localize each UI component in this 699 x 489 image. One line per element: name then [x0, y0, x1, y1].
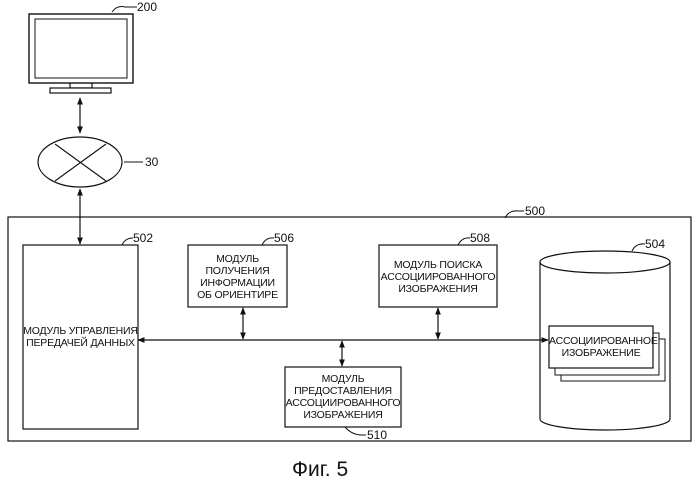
search-module-line-2: АССОЦИИРОВАННОГО [379, 271, 497, 283]
transfer-module-line-2: ПЕРЕДАЧЕЙ ДАННЫХ [23, 337, 138, 349]
search-module-line-1: МОДУЛЬ ПОИСКА [379, 259, 497, 271]
database-item-line-2: ИЗОБРАЖЕНИЕ [549, 347, 653, 359]
ref-label-200: 200 [137, 0, 157, 14]
transfer-module-label: МОДУЛЬ УПРАВЛЕНИЯ ПЕРЕДАЧЕЙ ДАННЫХ [23, 325, 138, 349]
leader-line-502 [122, 238, 133, 245]
provide-module-line-4: ИЗОБРАЖЕНИЯ [285, 409, 401, 421]
landmark-module-line-2: ПОЛУЧЕНИЯ [188, 265, 287, 277]
database-item-line-1: АССОЦИИРОВАННОЕ [549, 335, 653, 347]
ref-label-506: 506 [274, 231, 294, 245]
provide-module-line-1: МОДУЛЬ [285, 373, 401, 385]
transfer-module-line-1: МОДУЛЬ УПРАВЛЕНИЯ [23, 325, 138, 337]
ref-label-500: 500 [525, 204, 545, 218]
ref-label-502: 502 [133, 231, 153, 245]
provide-module-line-2: ПРЕДОСТАВЛЕНИЯ [285, 385, 401, 397]
database-item-label: АССОЦИИРОВАННОЕ ИЗОБРАЖЕНИЕ [549, 335, 653, 359]
landmark-module-label: МОДУЛЬ ПОЛУЧЕНИЯ ИНФОРМАЦИИ ОБ ОРИЕНТИРЕ [188, 253, 287, 301]
search-module-line-3: ИЗОБРАЖЕНИЯ [379, 283, 497, 295]
ref-label-30: 30 [145, 155, 158, 169]
leader-line-504 [632, 244, 645, 251]
monitor-icon [29, 14, 133, 93]
provide-module-label: МОДУЛЬ ПРЕДОСТАВЛЕНИЯ АССОЦИИРОВАННОГО И… [285, 373, 401, 421]
leader-line-506 [262, 238, 274, 245]
landmark-module-line-4: ОБ ОРИЕНТИРЕ [188, 289, 287, 301]
network-icon [38, 137, 122, 187]
leader-line-200 [112, 7, 137, 12]
ref-label-510: 510 [367, 428, 387, 442]
leader-line-510 [345, 427, 366, 435]
landmark-module-line-1: МОДУЛЬ [188, 253, 287, 265]
landmark-module-line-3: ИНФОРМАЦИИ [188, 277, 287, 289]
ref-label-508: 508 [470, 231, 490, 245]
ref-label-504: 504 [645, 237, 665, 251]
leader-line-508 [458, 238, 470, 245]
provide-module-line-3: АССОЦИИРОВАННОГО [285, 397, 401, 409]
figure-caption: Фиг. 5 [292, 458, 348, 482]
search-module-label: МОДУЛЬ ПОИСКА АССОЦИИРОВАННОГО ИЗОБРАЖЕН… [379, 259, 497, 295]
